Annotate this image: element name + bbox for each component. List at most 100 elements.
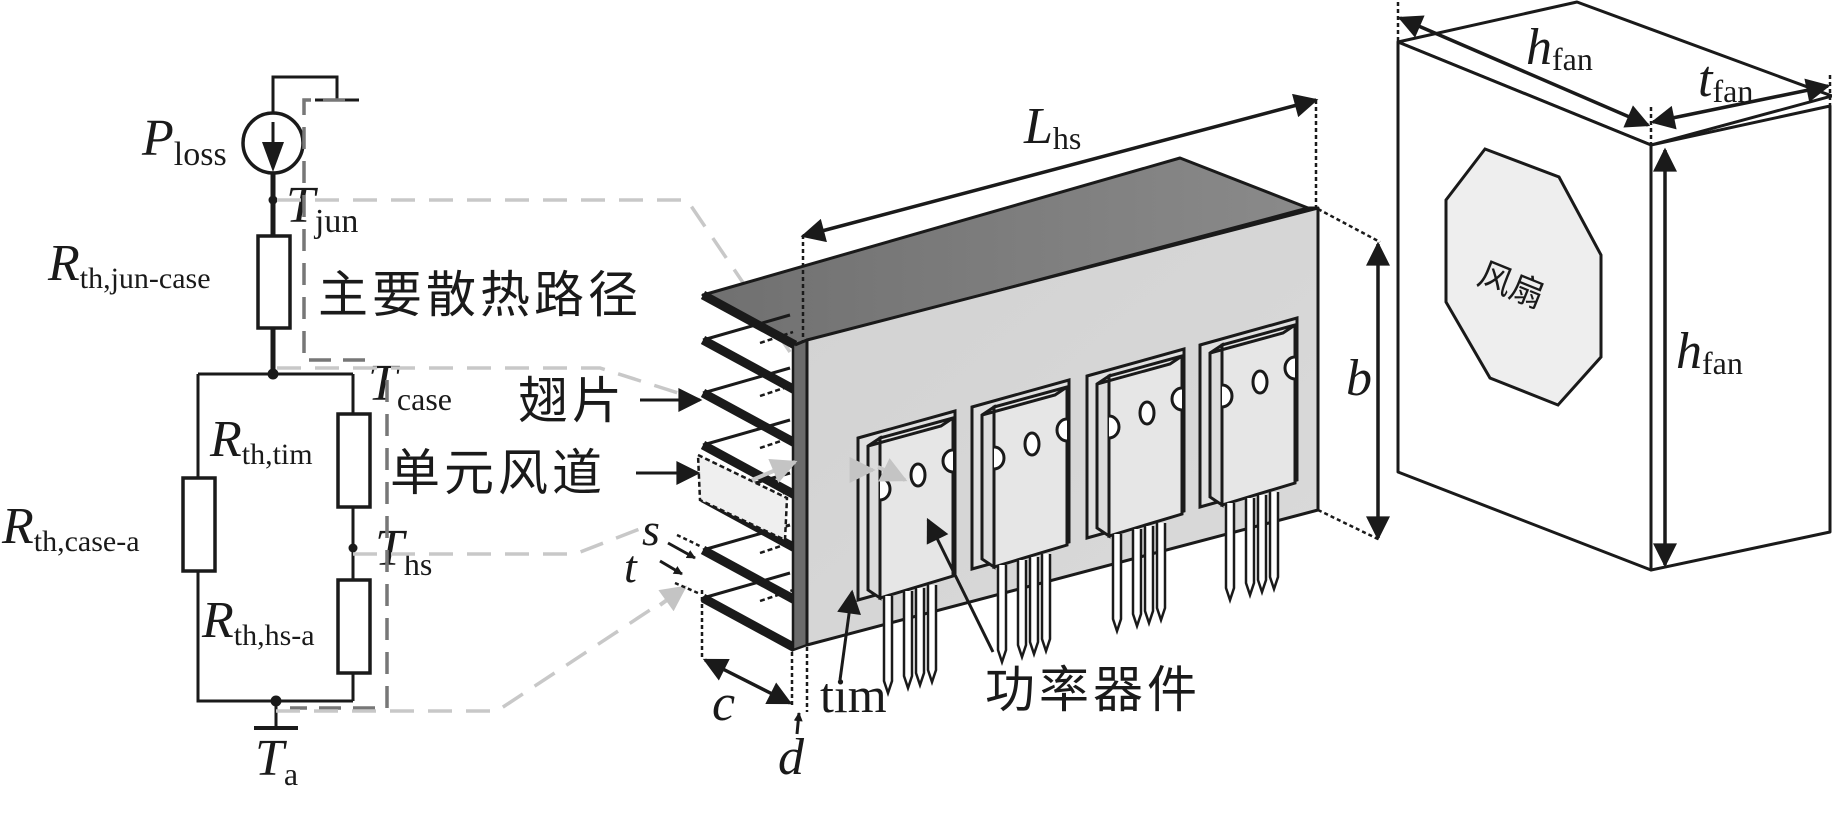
device-pin (1016, 560, 1028, 661)
device-pin (1244, 498, 1256, 599)
notch-left (993, 445, 1006, 471)
fin-hidden-edge (759, 330, 794, 345)
label-c: c (712, 675, 735, 732)
notch-right (941, 448, 954, 474)
device-side (980, 404, 996, 570)
fin (700, 571, 798, 652)
power-device (1198, 316, 1299, 604)
device-body (1220, 323, 1297, 508)
device-body (878, 416, 955, 601)
wire-left-bottom (196, 571, 353, 703)
unit-duct (696, 452, 789, 542)
label-power-device: 功率器件 (985, 661, 1201, 719)
b-ext-bottom (1317, 508, 1381, 542)
lhs-arrow (800, 93, 1319, 243)
label-l-hs: Lhs (1023, 98, 1081, 156)
device-top-edge (867, 416, 954, 448)
fin-hidden-edge (759, 435, 794, 450)
label-t-hs: Ths (375, 520, 432, 582)
hfan-top-arrow (1397, 15, 1651, 128)
fin (700, 313, 798, 394)
mounting-hole-icon (909, 462, 927, 488)
dimensions: Lhs b s t c d (624, 93, 1390, 786)
device-top-edge (1209, 323, 1296, 355)
label-r-hs-a: Rth,hs-a (201, 592, 315, 652)
device-pin (1111, 534, 1123, 635)
notch-right (1055, 417, 1068, 443)
label-t-jun: Tjun (286, 177, 358, 240)
notch-right (1283, 355, 1296, 381)
path-a (276, 608, 651, 713)
s-ext (676, 533, 703, 549)
notch-left (1221, 383, 1234, 409)
fin-front-edge (700, 546, 798, 604)
fin-hidden-edge (759, 588, 794, 603)
fan-hub-icon (1444, 147, 1603, 407)
device-pin (926, 585, 938, 686)
node-t-jun (268, 195, 278, 205)
resistor-case-a (181, 476, 217, 573)
tim-pointer-arrow (837, 589, 861, 681)
device-top-edge (981, 385, 1068, 417)
t-arrow (659, 559, 683, 576)
label-fin: 翅片 (518, 372, 626, 430)
heatsink-base-edge (791, 338, 809, 652)
device-side (1208, 342, 1224, 508)
device-body (992, 385, 1069, 570)
device-body (1107, 354, 1184, 539)
device-pin (996, 565, 1008, 666)
power-device (970, 378, 1071, 666)
main-path-box-upper (302, 98, 370, 362)
device-pin (1268, 492, 1280, 593)
label-d: d (778, 729, 805, 786)
device-pin (1040, 554, 1052, 655)
device-pin (1143, 526, 1155, 627)
label-tim: tim (820, 667, 887, 723)
label-r-case-a: Rth,case-a (1, 498, 140, 558)
wire-top (271, 75, 339, 112)
power-device (1085, 347, 1186, 635)
label-p-loss: Ploss (141, 110, 227, 173)
fin-front-edge (700, 441, 798, 499)
mounting-hole-icon (1138, 400, 1156, 426)
current-source-icon (241, 111, 305, 175)
mounting-hole-icon (1023, 431, 1041, 457)
fin (700, 418, 798, 499)
label-t-case: Tcase (368, 355, 452, 417)
fin-back-edge (702, 366, 791, 395)
device-pin (1131, 529, 1143, 630)
resistor-jun-case (256, 234, 292, 330)
device-pin (1224, 503, 1236, 604)
heatsink (696, 156, 1320, 697)
fin-front-edge (700, 336, 798, 394)
fin-back-edge (702, 313, 791, 342)
main-path-box-lower (290, 380, 389, 710)
device-pin (1155, 523, 1167, 624)
device-pin (914, 588, 926, 689)
device-top-edge (1096, 354, 1183, 386)
fan: 风扇 hfan tfan hfan (1396, 0, 1832, 572)
path-case (277, 366, 701, 402)
device-side (866, 435, 882, 601)
label-r-jun-case: Rth,jun-case (47, 235, 211, 295)
notch-right (1170, 386, 1183, 412)
device-pointer-arrow (926, 517, 995, 653)
c-arrow (702, 658, 793, 705)
tfan-arrow (1650, 78, 1831, 130)
fin-hidden-edge (759, 383, 794, 398)
resistor-hs-a (336, 578, 372, 675)
label-t: t (624, 541, 638, 592)
annotations: 主要散热路径 翅片 单元风道 tim 功率器件 (318, 266, 1201, 723)
s-arrow (667, 541, 696, 560)
power-device (856, 409, 957, 697)
label-h-fan-side: hfan (1676, 323, 1743, 381)
label-r-tim: Rth,tim (209, 411, 313, 471)
fin-front-edge (700, 594, 798, 652)
mounting-hole-icon (1251, 369, 1269, 395)
d-arrow (793, 712, 803, 735)
label-b: b (1346, 350, 1372, 407)
b-ext-top (1317, 207, 1381, 244)
device-pin (882, 596, 894, 697)
device-pin (1256, 495, 1268, 596)
